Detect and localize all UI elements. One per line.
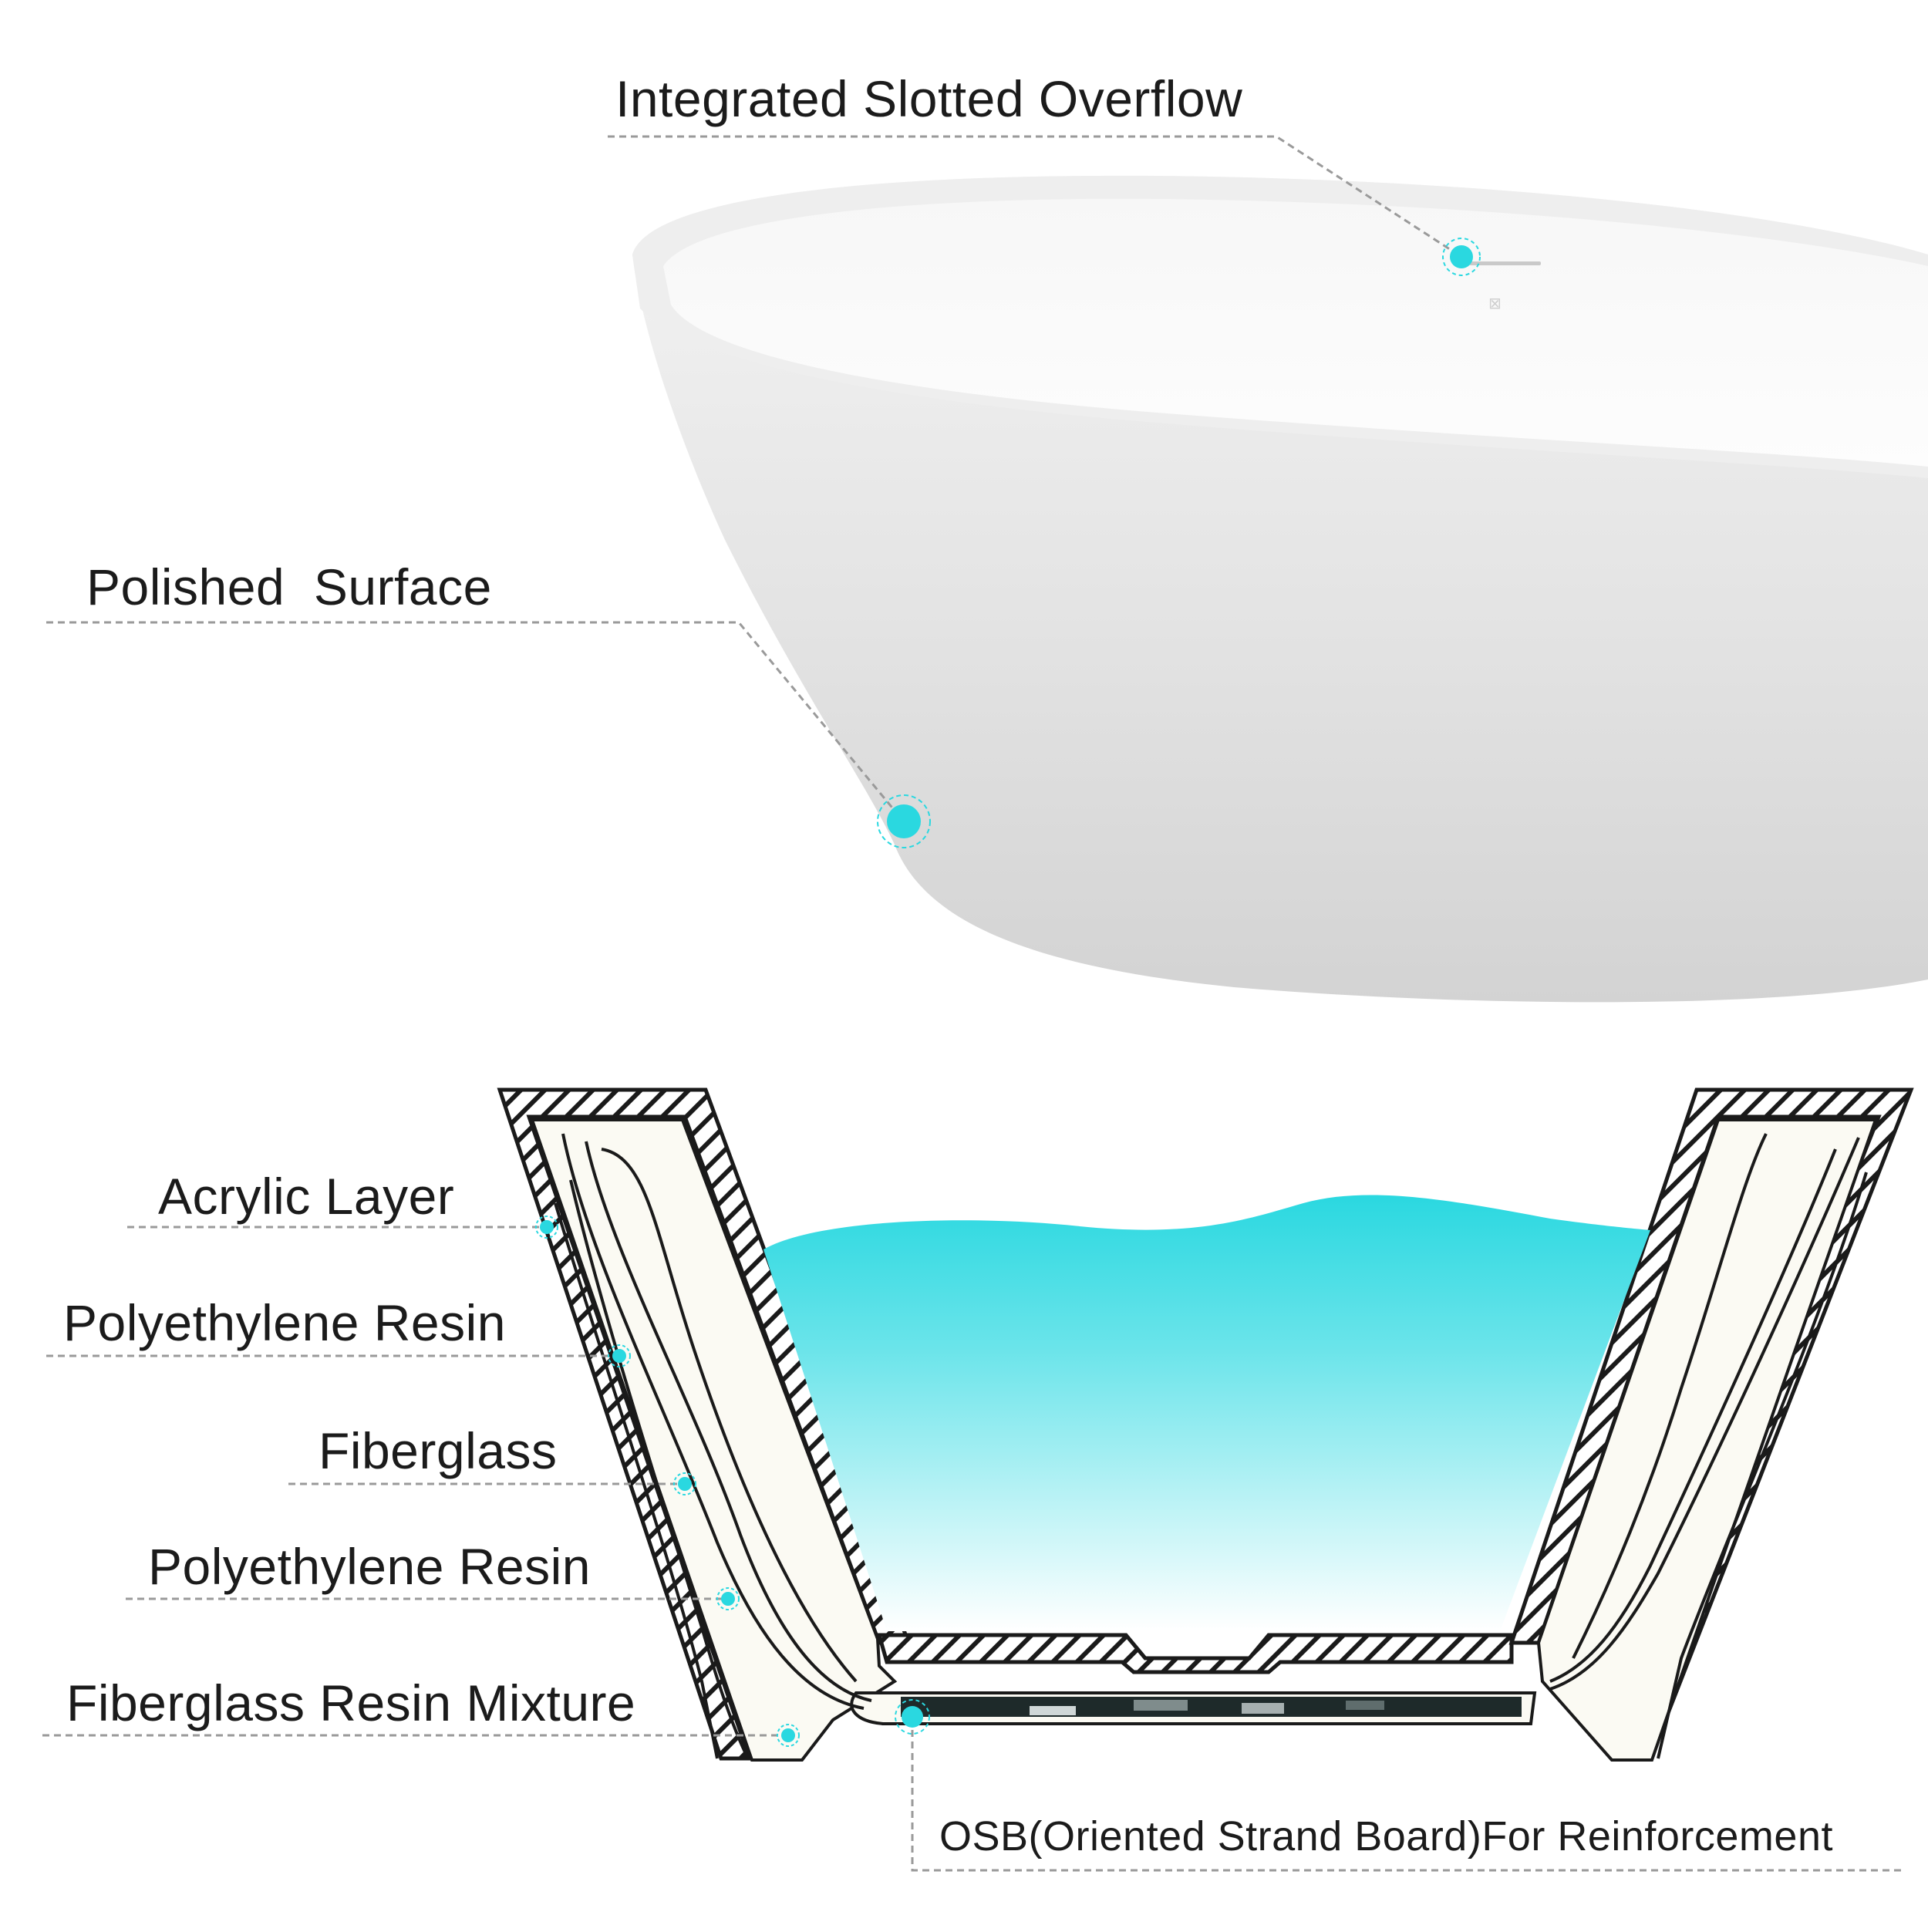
overflow-marker-icon <box>1442 238 1481 276</box>
callout-label-acrylic: Acrylic Layer <box>158 1168 455 1225</box>
leader-osb <box>911 1718 1905 1872</box>
osb-texture-3 <box>1242 1703 1284 1714</box>
osb-board <box>901 1697 1522 1717</box>
overflow-logo: ⊠ <box>1488 294 1502 312</box>
osb-texture-4 <box>1346 1701 1384 1710</box>
overflow-slot <box>1469 261 1541 265</box>
left-layer-line-1 <box>561 1133 865 1710</box>
right-layer-line-3 <box>1572 1133 1768 1659</box>
water-fill <box>763 1195 1650 1631</box>
right-layer-line-4 <box>1657 1172 1868 1759</box>
cross-section <box>497 1087 1914 1762</box>
left-core <box>530 1118 898 1762</box>
callout-label-resin-2: Polyethylene Resin <box>148 1538 591 1595</box>
left-layer-line-3 <box>601 1148 858 1683</box>
right-layer-line-1 <box>1549 1137 1860 1691</box>
osb-texture-2 <box>1134 1700 1188 1711</box>
leader-surface <box>46 621 904 821</box>
left-layer-line-2 <box>585 1141 872 1702</box>
left-layer-line-5 <box>554 1202 719 1759</box>
callout-label-osb: OSB(Oriented Strand Board)For Reinforcem… <box>939 1813 1833 1860</box>
leader-lines <box>42 135 1905 1872</box>
callout-label-resin-1: Polyethylene Resin <box>63 1294 506 1351</box>
osb-texture-1 <box>1030 1706 1076 1715</box>
surface-marker-icon <box>877 794 931 848</box>
mixture-marker-icon <box>777 1724 800 1747</box>
right-wall-hatch <box>1508 1087 1914 1761</box>
callout-label-fiberglass: Fiberglass <box>319 1422 558 1479</box>
acrylic-marker-icon <box>535 1216 558 1239</box>
osb-marker-icon <box>895 1699 930 1735</box>
callout-label-surface: Polished Surface <box>86 558 492 615</box>
bathtub-illustration: ⊠ <box>632 175 1928 1003</box>
callout-label-overflow: Integrated Slotted Overflow <box>615 70 1243 127</box>
fiberglass-marker-icon <box>673 1472 696 1495</box>
left-layer-line-4 <box>569 1179 750 1759</box>
resin1-marker-icon <box>608 1344 631 1367</box>
callout-label-mixture: Fiberglass Resin Mixture <box>66 1674 636 1731</box>
callout-markers <box>535 238 1481 1747</box>
tub-basin <box>663 198 1928 467</box>
resin2-marker-icon <box>716 1587 740 1610</box>
bottom-wall-hatch <box>876 1633 1514 1674</box>
right-layer-line-2 <box>1549 1148 1837 1683</box>
leader-overflow <box>608 135 1462 258</box>
